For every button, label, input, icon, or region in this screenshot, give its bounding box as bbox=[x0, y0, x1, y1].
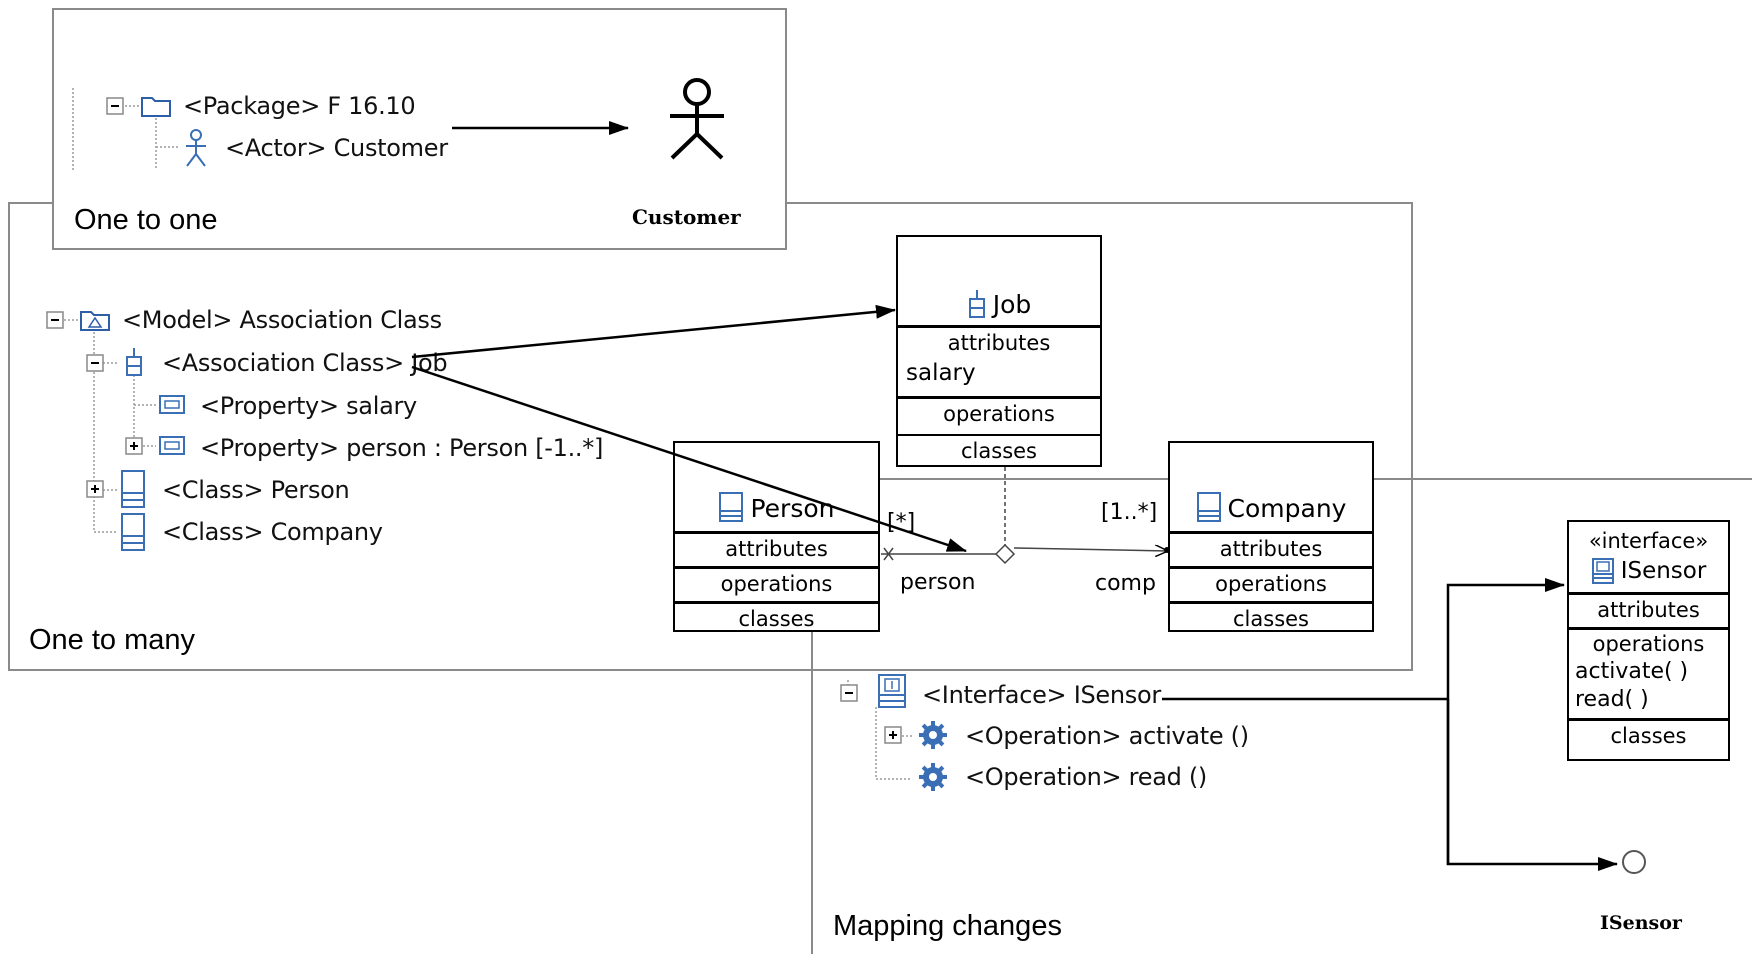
actor-icon bbox=[186, 129, 206, 167]
company-name: Company bbox=[1227, 494, 1347, 523]
tree-item-class-person[interactable]: <Class> Person bbox=[162, 476, 350, 504]
interface-classes-compartment: classes bbox=[1569, 718, 1728, 751]
lollipop-label: ISensor bbox=[1600, 912, 1682, 934]
multiplicity-company: [1..*] bbox=[1101, 500, 1158, 525]
class-icon bbox=[121, 470, 145, 508]
n-ary-diamond bbox=[994, 543, 1016, 565]
mapping-arrow-interface-box bbox=[1446, 578, 1565, 865]
interface-op-activate: activate( ) bbox=[1575, 659, 1689, 684]
job-operations-compartment: operations bbox=[898, 396, 1100, 434]
tree-item-actor[interactable]: <Actor> Customer bbox=[225, 134, 448, 162]
interface-icon bbox=[1591, 558, 1614, 584]
company-classes-compartment: classes bbox=[1170, 601, 1372, 637]
role-company: comp bbox=[1095, 571, 1156, 596]
stick-figure-customer bbox=[670, 78, 724, 160]
class-icon bbox=[121, 513, 145, 551]
collapse-icon[interactable] bbox=[840, 684, 858, 702]
mapping-arrow-lollipop bbox=[1446, 699, 1618, 871]
panel-one-to-one bbox=[52, 8, 787, 250]
role-person: person bbox=[900, 570, 976, 595]
collapse-icon[interactable] bbox=[46, 311, 64, 329]
tree-item-interface[interactable]: <Interface> ISensor bbox=[922, 681, 1161, 709]
interface-operations-label: operations bbox=[1592, 632, 1705, 656]
interface-attributes-compartment: attributes bbox=[1569, 592, 1728, 627]
interface-icon bbox=[878, 674, 906, 708]
tree-item-property-salary[interactable]: <Property> salary bbox=[200, 392, 417, 420]
caption-one-to-one: One to one bbox=[74, 204, 218, 236]
association-class-icon bbox=[968, 290, 985, 318]
package-folder-icon bbox=[141, 97, 171, 117]
job-attributes-label: attributes bbox=[947, 331, 1051, 355]
property-icon bbox=[159, 436, 185, 455]
job-classes-compartment: classes bbox=[898, 434, 1100, 471]
collapse-icon[interactable] bbox=[106, 97, 124, 115]
tree-item-package[interactable]: <Package> F 16.10 bbox=[183, 92, 416, 120]
tree-item-operation-read[interactable]: <Operation> read () bbox=[965, 763, 1207, 791]
class-icon bbox=[1196, 492, 1221, 522]
class-icon bbox=[719, 492, 744, 522]
actor-label: Customer bbox=[632, 205, 741, 229]
operation-gear-icon bbox=[919, 721, 947, 749]
property-icon bbox=[159, 395, 185, 414]
uml-class-job[interactable]: Job attributes salary operations classes bbox=[896, 235, 1102, 467]
mapping-arrow-association bbox=[411, 365, 967, 553]
mapping-arrow-job bbox=[411, 304, 896, 359]
collapse-icon[interactable] bbox=[86, 354, 104, 372]
interface-operations-compartment: operations activate( ) read( ) bbox=[1569, 627, 1728, 718]
company-end-dot bbox=[1164, 547, 1170, 553]
tree-item-model[interactable]: <Model> Association Class bbox=[122, 306, 442, 334]
lollipop-interface-icon bbox=[1622, 850, 1646, 874]
expand-icon[interactable] bbox=[86, 480, 104, 498]
company-operations-compartment: operations bbox=[1170, 566, 1372, 601]
uml-class-person[interactable]: Person attributes operations classes bbox=[673, 441, 880, 632]
caption-mapping-changes: Mapping changes bbox=[833, 910, 1062, 942]
uml-class-company[interactable]: Company attributes operations classes bbox=[1168, 441, 1374, 632]
tree-item-operation-activate[interactable]: <Operation> activate () bbox=[965, 722, 1249, 750]
expand-icon[interactable] bbox=[125, 437, 143, 455]
interface-name: ISensor bbox=[1620, 558, 1707, 584]
person-operations-compartment: operations bbox=[675, 566, 878, 601]
job-name: Job bbox=[992, 290, 1032, 319]
interface-stereotype: «interface» bbox=[1588, 529, 1709, 553]
interface-op-read: read( ) bbox=[1575, 687, 1649, 712]
operation-gear-icon bbox=[919, 763, 947, 791]
company-attributes-compartment: attributes bbox=[1170, 531, 1372, 566]
person-name: Person bbox=[750, 494, 835, 523]
uml-interface-isensor[interactable]: «interface» ISensor attributes operation… bbox=[1567, 520, 1730, 761]
association-line-company bbox=[1013, 548, 1168, 551]
association-class-icon bbox=[126, 348, 142, 376]
job-attributes-compartment: attributes salary bbox=[898, 325, 1100, 396]
person-classes-compartment: classes bbox=[675, 601, 878, 637]
model-icon bbox=[80, 311, 110, 331]
tree-item-class-company[interactable]: <Class> Company bbox=[162, 518, 383, 546]
expand-icon[interactable] bbox=[884, 726, 902, 744]
tree-item-property-person[interactable]: <Property> person : Person [-1..*] bbox=[200, 434, 604, 462]
caption-one-to-many: One to many bbox=[29, 624, 196, 656]
person-attributes-compartment: attributes bbox=[675, 531, 878, 566]
job-attribute-salary: salary bbox=[906, 360, 976, 386]
multiplicity-person: [*] bbox=[887, 510, 916, 535]
person-end-cross bbox=[883, 547, 894, 561]
tree-item-association-class[interactable]: <Association Class> Job bbox=[162, 349, 448, 377]
